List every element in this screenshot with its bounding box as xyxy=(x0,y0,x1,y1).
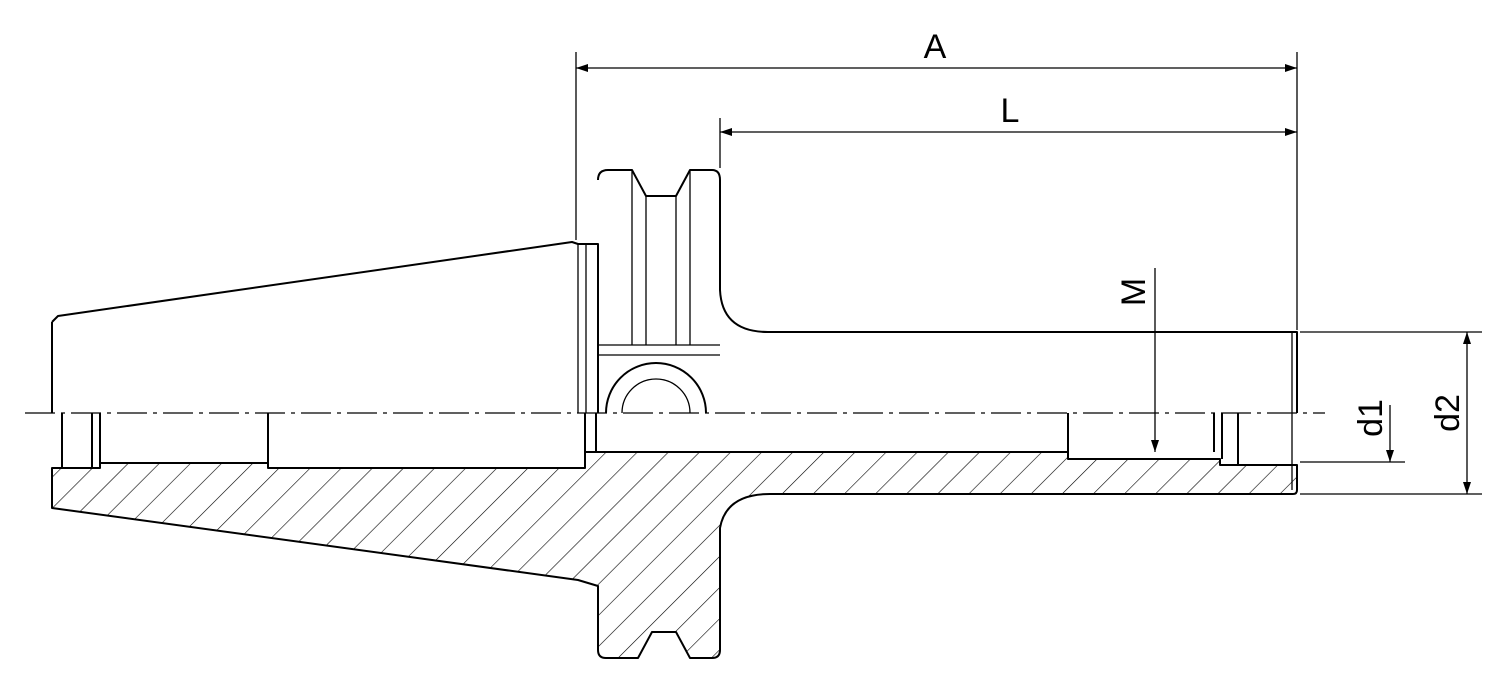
dimension-d2-label: d2 xyxy=(1429,394,1467,432)
bore-lines xyxy=(61,413,1293,490)
dimension-d1: d1 xyxy=(1300,399,1405,463)
dimension-l: L xyxy=(719,92,1297,168)
hatched-section xyxy=(51,451,1298,659)
dimension-d1-label: d1 xyxy=(1352,399,1390,437)
upper-outline xyxy=(51,169,1298,414)
dimension-m-label: M xyxy=(1115,278,1153,306)
dimension-a: A xyxy=(575,28,1298,330)
dimension-l-label: L xyxy=(1001,92,1020,130)
dimension-m: M xyxy=(1115,268,1159,452)
dimension-d2: d2 xyxy=(1300,331,1482,495)
dimension-a-label: A xyxy=(924,28,947,66)
